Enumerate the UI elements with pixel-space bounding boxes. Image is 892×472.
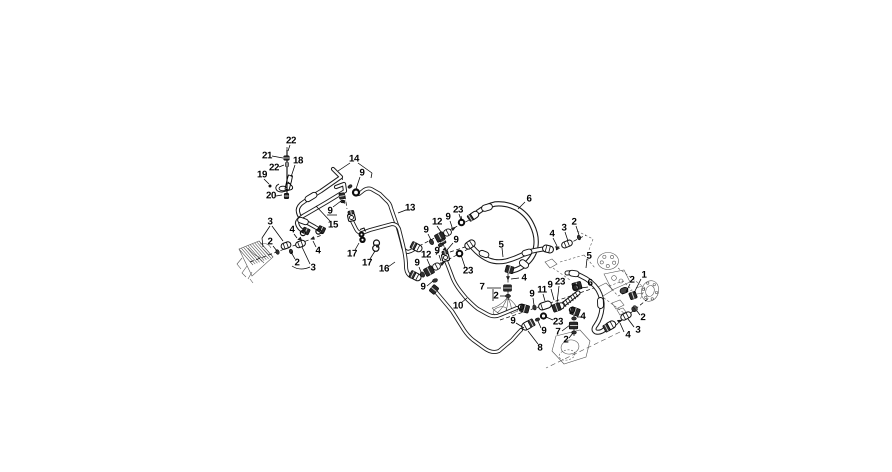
svg-text:2: 2 xyxy=(571,217,576,228)
svg-text:10: 10 xyxy=(453,301,463,312)
svg-text:9: 9 xyxy=(327,205,333,216)
svg-text:3: 3 xyxy=(267,216,273,227)
svg-text:4: 4 xyxy=(625,330,631,341)
svg-text:3: 3 xyxy=(635,325,641,336)
svg-text:2: 2 xyxy=(563,335,568,346)
svg-text:22: 22 xyxy=(269,162,279,173)
svg-text:21: 21 xyxy=(262,150,273,161)
svg-text:9: 9 xyxy=(541,326,547,337)
svg-text:9: 9 xyxy=(529,289,535,300)
svg-text:5: 5 xyxy=(498,240,504,251)
svg-text:17: 17 xyxy=(362,257,372,268)
svg-text:14: 14 xyxy=(349,153,360,164)
svg-text:4: 4 xyxy=(289,224,295,235)
svg-text:4: 4 xyxy=(580,311,586,322)
svg-text:20: 20 xyxy=(266,190,276,201)
svg-text:9: 9 xyxy=(434,245,440,256)
svg-text:17: 17 xyxy=(347,248,357,259)
svg-text:9: 9 xyxy=(510,316,516,327)
svg-text:19: 19 xyxy=(257,169,268,180)
svg-text:4: 4 xyxy=(549,229,555,240)
svg-text:7: 7 xyxy=(479,282,484,293)
svg-text:5: 5 xyxy=(586,251,592,262)
svg-text:9: 9 xyxy=(445,211,451,222)
svg-text:11: 11 xyxy=(537,285,548,296)
svg-text:9: 9 xyxy=(414,257,420,268)
svg-text:4: 4 xyxy=(315,245,321,256)
svg-text:2: 2 xyxy=(267,236,272,247)
svg-text:6: 6 xyxy=(587,278,593,289)
svg-text:3: 3 xyxy=(561,223,567,234)
svg-text:12: 12 xyxy=(432,216,442,227)
svg-text:22: 22 xyxy=(286,135,296,146)
svg-text:16: 16 xyxy=(379,263,390,274)
svg-text:6: 6 xyxy=(526,194,532,205)
svg-text:9: 9 xyxy=(423,224,429,235)
svg-text:12: 12 xyxy=(421,249,431,260)
svg-text:9: 9 xyxy=(547,280,553,291)
svg-text:1: 1 xyxy=(641,270,647,281)
svg-text:3: 3 xyxy=(310,262,316,273)
svg-text:9: 9 xyxy=(360,167,366,178)
svg-text:23: 23 xyxy=(555,277,566,288)
svg-text:2: 2 xyxy=(640,312,645,323)
svg-text:23: 23 xyxy=(553,317,564,328)
svg-text:13: 13 xyxy=(405,202,416,213)
svg-text:7: 7 xyxy=(555,327,560,338)
svg-text:2: 2 xyxy=(629,275,634,286)
svg-text:9: 9 xyxy=(453,235,459,246)
svg-text:8: 8 xyxy=(537,343,543,354)
svg-text:4: 4 xyxy=(521,273,527,284)
svg-text:2: 2 xyxy=(493,291,498,302)
svg-text:23: 23 xyxy=(453,205,464,216)
svg-text:15: 15 xyxy=(328,219,339,230)
svg-text:9: 9 xyxy=(420,281,426,292)
svg-text:2: 2 xyxy=(294,257,299,268)
svg-text:23: 23 xyxy=(463,266,474,277)
svg-text:18: 18 xyxy=(293,155,304,166)
